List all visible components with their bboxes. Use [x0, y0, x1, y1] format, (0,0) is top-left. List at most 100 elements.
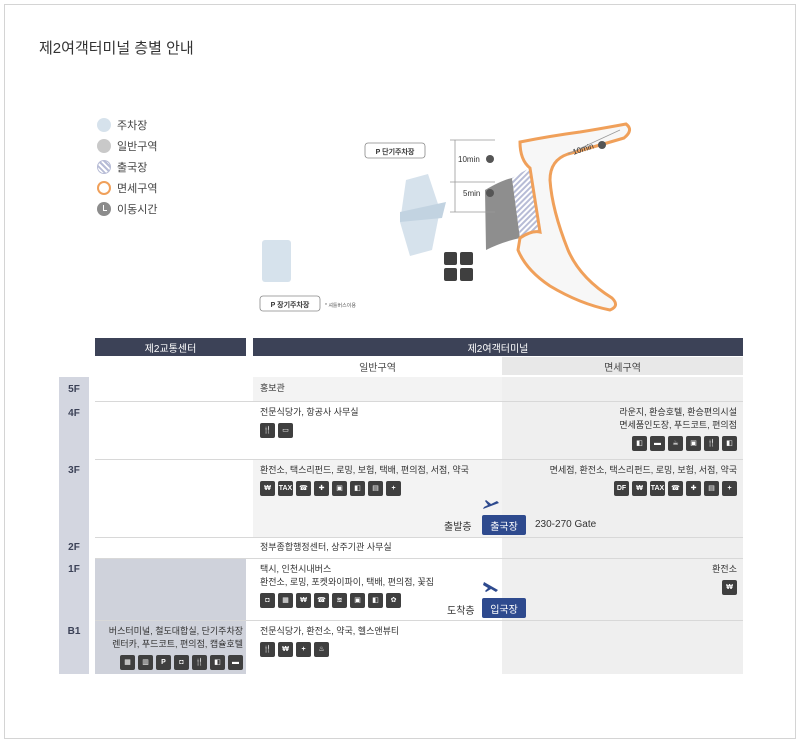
hotel-icon: ▬	[650, 436, 665, 451]
subheader-dutyfree: 면세구역	[502, 357, 743, 375]
short-term-parking-tag	[364, 142, 426, 159]
exchange-icon: ₩	[296, 593, 311, 608]
time-5min-label: 5min	[463, 189, 480, 198]
lounge-icon: ☕	[668, 436, 683, 451]
page-title: 제2여객터미널 층별 안내	[39, 40, 194, 57]
short-term-parking-label: P 단기주차장	[376, 147, 415, 156]
departure-hall-swatch-icon	[97, 159, 111, 174]
f4-dutyfree-icons: ◧ ▬ ☕ ▣ 🍴 ◧	[510, 436, 737, 451]
exchange-icon: ₩	[632, 481, 647, 496]
f4-dutyfree: 라운지, 환승호텔, 환승편의시설 면세품인도장, 푸드코트, 편의점 ◧ ▬ …	[510, 406, 737, 451]
long-term-parking-label: P 장기주차장	[271, 300, 310, 309]
delivery-icon: ▣	[686, 436, 701, 451]
store-icon: ◧	[368, 593, 383, 608]
long-term-parking-tag	[259, 295, 321, 312]
subheader-general: 일반구역	[359, 362, 396, 374]
row-divider	[95, 459, 743, 460]
legend-item-time: 이동시간	[97, 198, 157, 219]
f1-general-icons: ◘ ▦ ₩ ☎ ≋ ▣ ◧ ✿	[260, 593, 500, 608]
floor-b1: B1	[67, 626, 81, 637]
legend-label: 출국장	[117, 161, 148, 174]
floor-4f: 4F	[68, 408, 80, 419]
floor-2f: 2F	[68, 542, 80, 553]
f3-dutyfree-text: 면세점, 환전소, 택스리펀드, 로밍, 보험, 서점, 약국	[549, 465, 737, 475]
restaurant-icon: 🍴	[192, 655, 207, 670]
train-icon: ▥	[138, 655, 153, 670]
departure-hall-area	[512, 168, 540, 238]
departure-plane-icon	[483, 500, 499, 509]
legend-item-departure: 출국장	[97, 156, 157, 177]
arrival-hall-button[interactable]: 입국장	[482, 598, 526, 618]
store-icon: ◧	[632, 436, 647, 451]
f1-general-text-1: 택시, 인천시내버스	[260, 564, 332, 574]
gate-range-label: 230-270 Gate	[535, 519, 597, 530]
b1-general-text: 전문식당가, 환전소, 약국, 헬스앤뷰티	[260, 626, 400, 636]
f4-dutyfree-text-2: 면세품인도장, 푸드코트, 편의점	[619, 420, 737, 430]
f3-dutyfree-icons: DF ₩ TAX ☎ ✚ ▤ +	[510, 481, 737, 496]
departure-floor-label: 출발층	[444, 522, 472, 533]
exchange-icon: ₩	[278, 642, 293, 657]
departure-hall-button[interactable]: 출국장	[482, 515, 526, 535]
pharmacy-icon: +	[296, 642, 311, 657]
b1-general: 전문식당가, 환전소, 약국, 헬스앤뷰티 🍴 ₩ + ♨	[260, 625, 500, 657]
insurance-icon: ✚	[686, 481, 701, 496]
roaming-icon: ☎	[314, 593, 329, 608]
legend-label: 이동시간	[117, 203, 158, 216]
legend-label: 주차장	[117, 119, 148, 132]
row-divider	[95, 401, 743, 402]
parking-icon: P	[156, 655, 171, 670]
store-icon: ◧	[350, 481, 365, 496]
parking-swatch-icon	[97, 117, 111, 132]
delivery-icon: ▣	[350, 593, 365, 608]
legend-label: 일반구역	[117, 140, 158, 153]
dutyfree-column-bg	[502, 377, 743, 674]
general-3f-bg	[253, 459, 502, 537]
store-icon: ◧	[722, 436, 737, 451]
b1-tc-icons: ▦ ▥ P ◘ 🍴 ◧ ▬	[98, 655, 243, 670]
wifi-icon: ≋	[332, 593, 347, 608]
parking-icon	[444, 268, 457, 281]
duty-free-swatch-icon	[97, 180, 111, 195]
flower-icon: ✿	[386, 593, 401, 608]
f4-general-text: 전문식당가, 항공사 사무실	[260, 407, 359, 417]
exchange-icon: ₩	[260, 481, 275, 496]
pharmacy-icon: +	[722, 481, 737, 496]
legend-item-parking: 주차장	[97, 114, 157, 135]
f1-dutyfree-icons: ₩	[510, 580, 737, 595]
row-divider	[95, 537, 743, 538]
f3-general: 환전소, 택스리펀드, 로밍, 보험, 택배, 편의점, 서점, 약국 ₩ TA…	[260, 464, 500, 496]
clock-icon	[97, 201, 111, 216]
restaurant-icon: 🍴	[260, 423, 275, 438]
general-area-swatch-icon	[97, 138, 111, 153]
book-icon: ▤	[704, 481, 719, 496]
f1-general: 택시, 인천시내버스 환전소, 로밍, 포켓와이파이, 택배, 편의점, 꽃집 …	[260, 563, 500, 608]
floor-5f: 5F	[68, 384, 80, 395]
clock-icon	[486, 155, 494, 163]
b1-tc-text-2: 렌터카, 푸드코트, 편의점, 캡슐호텔	[112, 639, 243, 649]
f2-general-text: 정부종합행정센터, 상주기관 사무실	[260, 542, 392, 552]
car-icon: ◘	[260, 593, 275, 608]
legend-label: 면세구역	[117, 182, 158, 195]
f1-general-text-2: 환전소, 로밍, 포켓와이파이, 택배, 편의점, 꽃집	[260, 577, 435, 587]
beauty-icon: ♨	[314, 642, 329, 657]
roaming-icon: ☎	[296, 481, 311, 496]
tax-refund-icon: TAX	[278, 481, 293, 496]
floor-1f: 1F	[68, 564, 80, 575]
exchange-icon: ₩	[722, 580, 737, 595]
book-icon: ▤	[368, 481, 383, 496]
header-transport-center: 제2교통센터	[95, 338, 246, 356]
duty-free-area	[516, 122, 631, 312]
bus-icon: ▦	[278, 593, 293, 608]
bus-icon: ▦	[120, 655, 135, 670]
legend-item-general: 일반구역	[97, 135, 157, 156]
b1-transport-center: 버스터미널, 철도대합실, 단기주차장 렌터카, 푸드코트, 편의점, 캡슐호텔…	[98, 625, 243, 670]
row-divider	[95, 558, 743, 559]
car-icon	[460, 268, 473, 281]
f4-general: 전문식당가, 항공사 사무실 🍴 ▭	[260, 406, 490, 438]
bus-icon	[444, 252, 457, 265]
general-area	[485, 178, 520, 250]
general-5f-bg	[253, 377, 502, 401]
restaurant-icon: 🍴	[704, 436, 719, 451]
legend-item-dutyfree: 면세구역	[97, 177, 157, 198]
car-icon: ◘	[174, 655, 189, 670]
